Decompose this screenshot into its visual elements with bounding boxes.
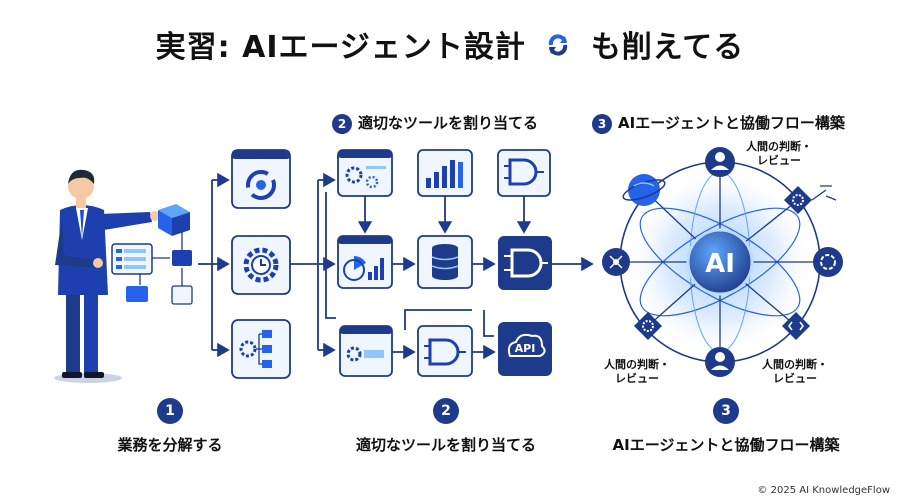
review-note-bottom-left: 人間の判断・ レビュー [604, 358, 670, 386]
header-step-3-text: AIエージェントと協働フロー構築 [618, 114, 845, 132]
header-step-3: 3 AIエージェントと協働フロー構築 [592, 112, 845, 134]
tool-box-gate-dark [498, 236, 552, 290]
ai-hub-label: AI [705, 249, 735, 279]
header-step-2-number: 2 [332, 113, 352, 134]
review-note-line2: レビュー [773, 372, 817, 385]
task-box-gear-clock [231, 235, 291, 295]
openai-node [813, 247, 843, 277]
step-2-label: 適切なツールを割り当てる [355, 436, 536, 454]
tool-box-database [417, 235, 473, 289]
presenter-figure [54, 169, 160, 383]
tool-box-gate-light [497, 149, 551, 197]
task-board [111, 243, 153, 275]
step-3-number: 3 [713, 398, 739, 424]
tool-box-settings [337, 149, 393, 197]
globe-node [622, 174, 666, 206]
task-folder [126, 286, 148, 302]
review-note-line1: 人間の判断・ [762, 358, 828, 371]
network-node-left [602, 248, 630, 276]
human-reviewer-bottom [705, 347, 735, 377]
task-box-flow [231, 319, 291, 379]
review-note-line2: レビュー [615, 372, 659, 385]
refresh-cycle-icon [543, 30, 573, 68]
step-1-label: 業務を分解する [117, 436, 223, 454]
copyright-text: © 2025 AI KnowledgeFlow [757, 485, 890, 496]
page-title: 実習: AIエージェント設計 も削えてる [0, 22, 900, 68]
review-note-line1: 人間の判断・ [746, 140, 812, 153]
header-step-3-number: 3 [592, 113, 612, 134]
tool-box-chart [337, 235, 393, 289]
tool-box-bar-chart [417, 149, 473, 197]
task-box-cycle [231, 149, 291, 209]
decomposition-tree [139, 232, 183, 286]
human-reviewer-top [705, 147, 735, 177]
review-note-top-right: 人間の判断・ レビュー [746, 140, 812, 168]
header-step-2: 2 適切なツールを割り当てる [332, 112, 538, 134]
tool-box-api: API [498, 322, 552, 376]
tool-box-logic-gate [417, 325, 473, 377]
task-folder [172, 250, 192, 266]
gear-node-bottom-left [634, 312, 662, 340]
gear-node-top-right [784, 186, 812, 214]
title-text-tail: も削えてる [590, 30, 745, 65]
api-label: API [515, 342, 536, 355]
floating-cube [158, 204, 190, 236]
code-node-bottom-right [782, 312, 810, 340]
task-card [171, 285, 193, 305]
header-step-2-text: 適切なツールを割り当てる [358, 114, 539, 132]
tool-box-window [339, 325, 393, 377]
step-2-number: 2 [433, 398, 459, 424]
ai-agent-cluster: AI [616, 161, 828, 363]
step-1-number: 1 [157, 398, 183, 424]
step-3-label: AIエージェントと協働フロー構築 [612, 436, 840, 454]
review-note-line2: レビュー [757, 154, 801, 167]
review-note-line1: 人間の判断・ [604, 358, 670, 371]
review-note-bottom-right: 人間の判断・ レビュー [762, 358, 828, 386]
title-text: 実習: AIエージェント設計 [155, 30, 526, 65]
